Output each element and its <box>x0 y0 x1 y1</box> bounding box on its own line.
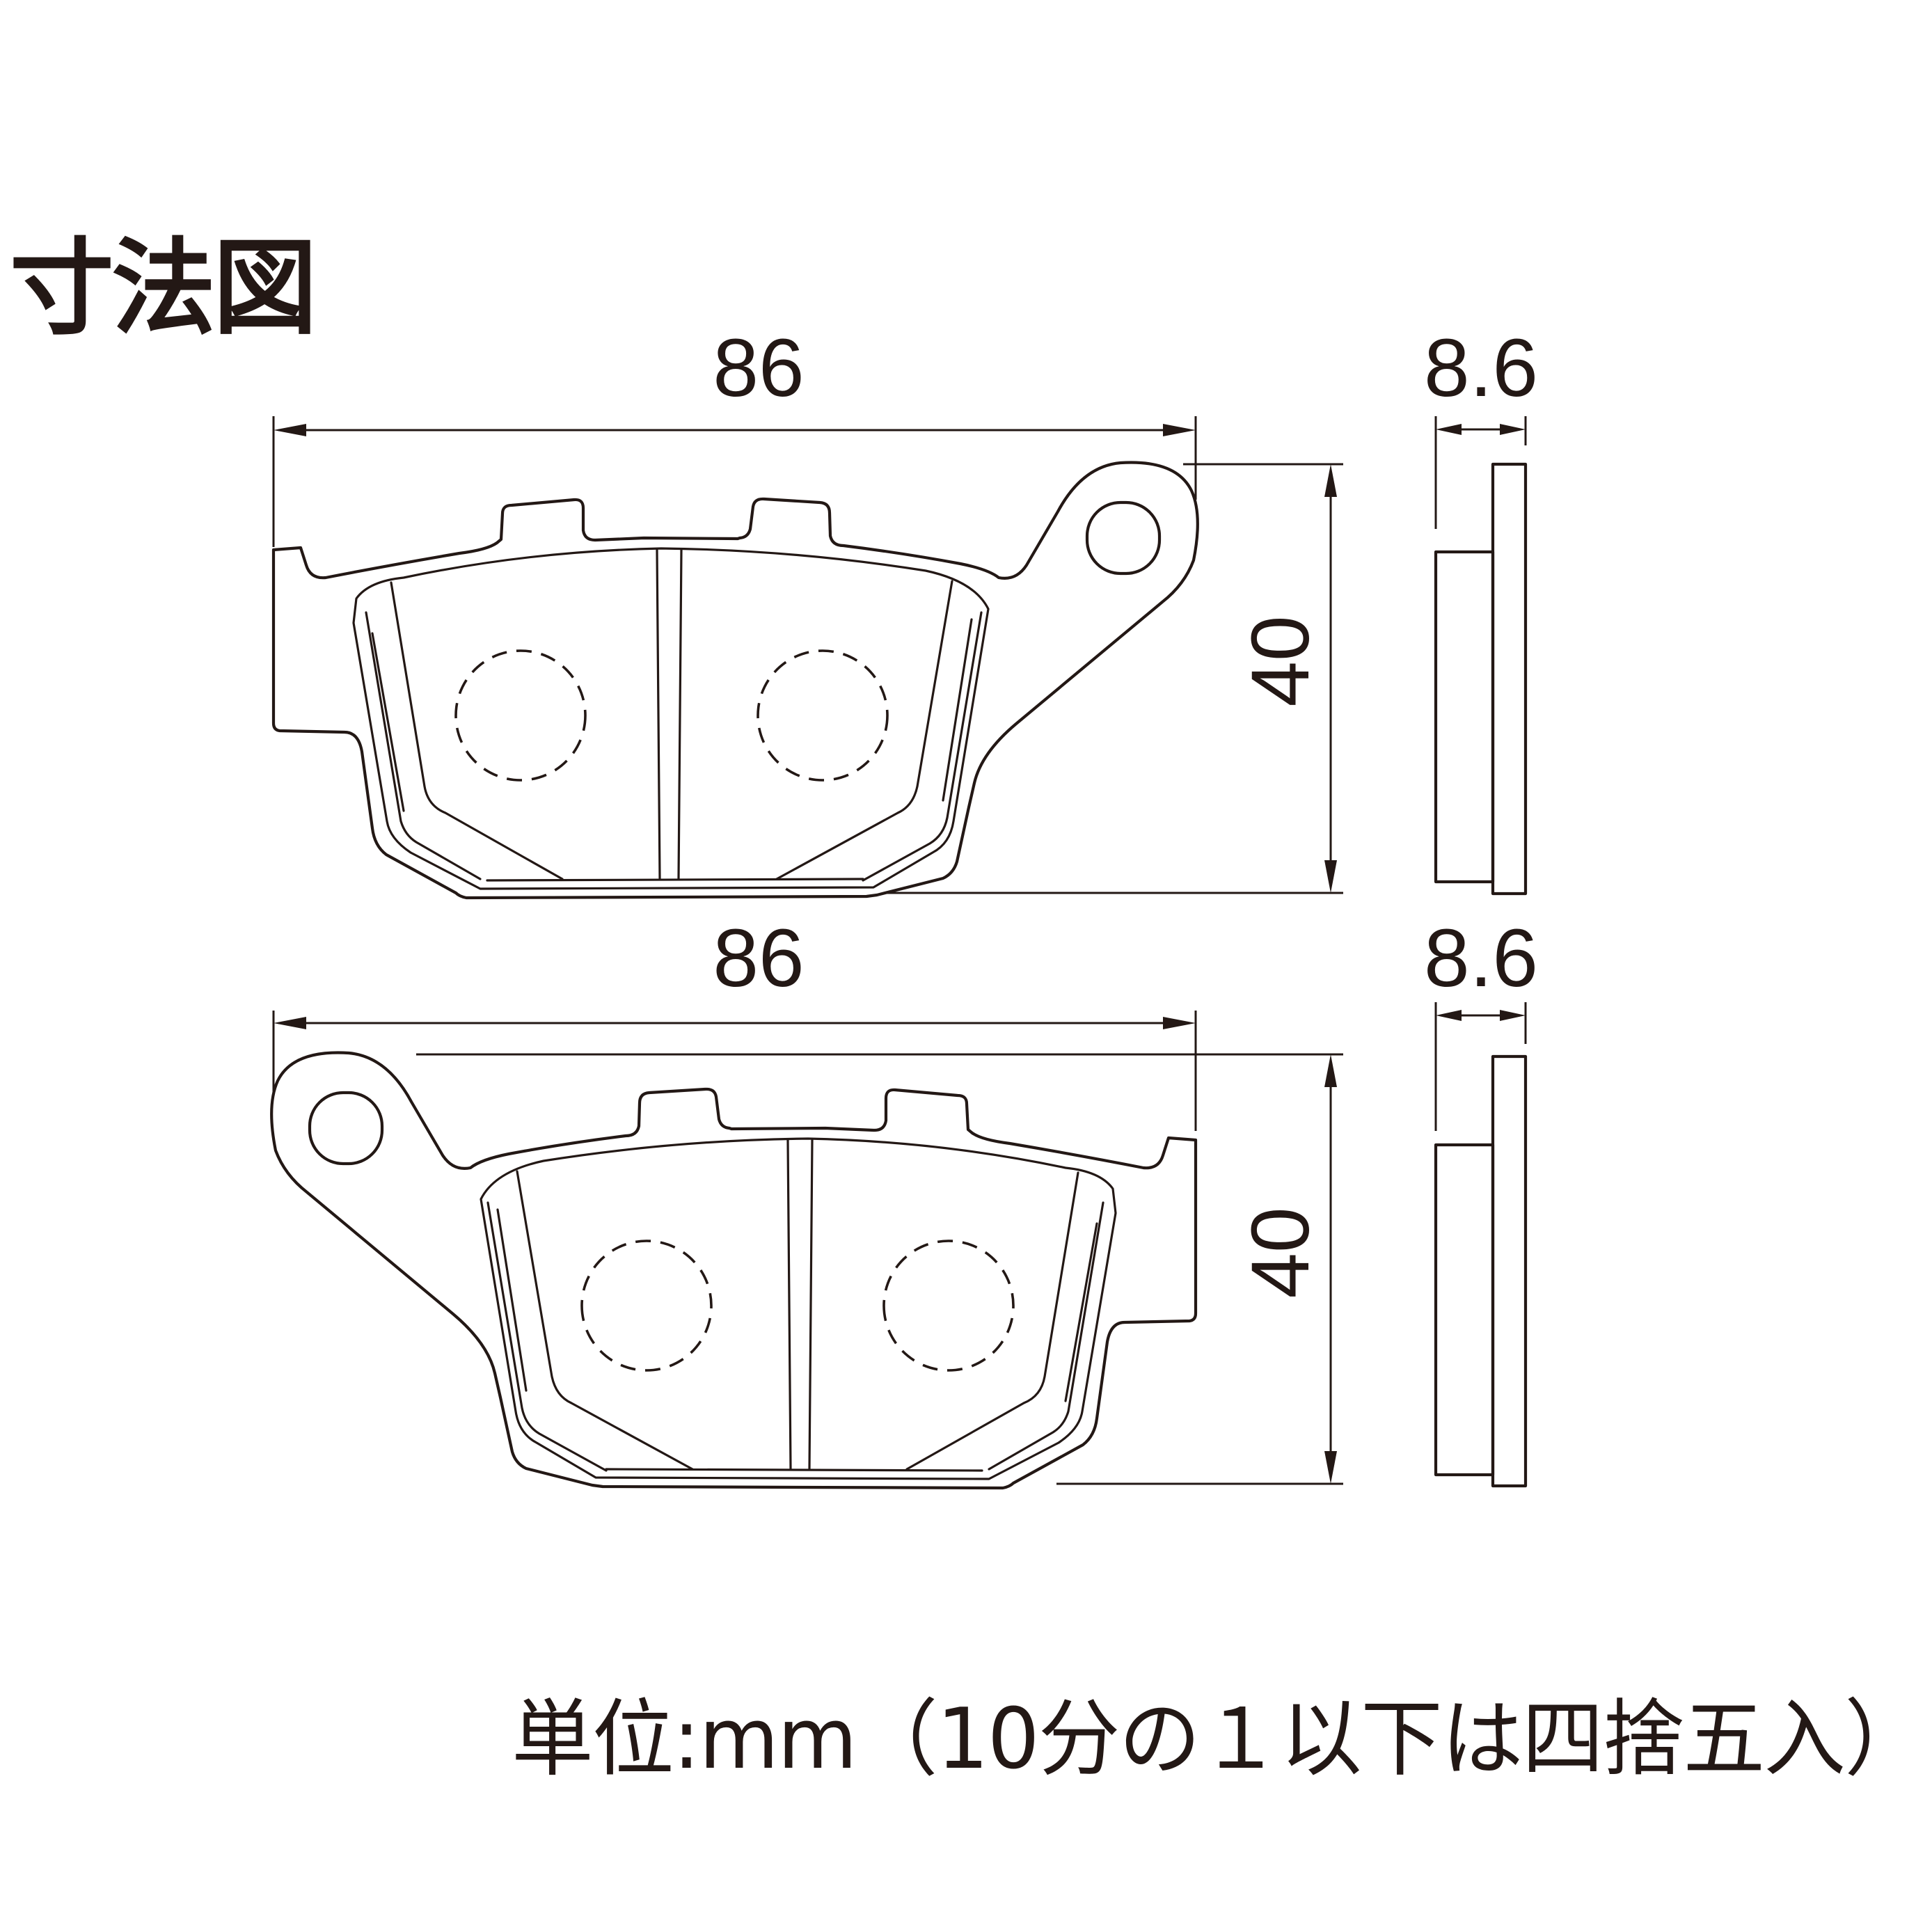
bottom-backing-plate <box>270 1051 1198 1490</box>
bottom-right-sensor-circle <box>580 1240 713 1372</box>
top-friction-outline <box>352 547 990 890</box>
top-friction-material <box>390 581 564 880</box>
bottom-side-backing <box>1491 1054 1528 1488</box>
diagram-title: 寸法図 <box>10 228 317 349</box>
bottom-center-slot <box>786 1139 814 1470</box>
bottom-friction-outline <box>480 1137 1117 1480</box>
top-center-slot <box>656 548 683 880</box>
top-right-sensor-circle <box>757 649 889 782</box>
top-backing-plate <box>271 461 1199 900</box>
unit-footnote: 単位:mm（10分の１以下は四捨五入） <box>512 1691 1926 1788</box>
bottom-height-label: 40 <box>1235 1207 1327 1299</box>
bottom-thickness-label: 8.6 <box>1423 912 1539 1004</box>
bottom-side-friction <box>1434 1143 1495 1477</box>
bottom-pad-front-view <box>270 1051 1198 1490</box>
top-pad-front-view <box>271 461 1199 900</box>
bottom-friction-material <box>905 1171 1079 1471</box>
top-side-friction <box>1434 550 1495 884</box>
bottom-left-sensor-circle <box>882 1240 1015 1372</box>
top-side-backing <box>1491 462 1528 896</box>
bottom-dimensions <box>272 1002 1528 1488</box>
top-dimensions <box>272 416 1528 896</box>
top-width-label: 86 <box>713 322 805 414</box>
top-mount-hole <box>1085 500 1162 576</box>
top-thickness-label: 8.6 <box>1423 322 1539 414</box>
top-left-sensor-circle <box>454 649 587 782</box>
bottom-width-label: 86 <box>713 912 805 1004</box>
bottom-mount-hole <box>308 1091 384 1166</box>
top-height-label: 40 <box>1235 615 1327 707</box>
